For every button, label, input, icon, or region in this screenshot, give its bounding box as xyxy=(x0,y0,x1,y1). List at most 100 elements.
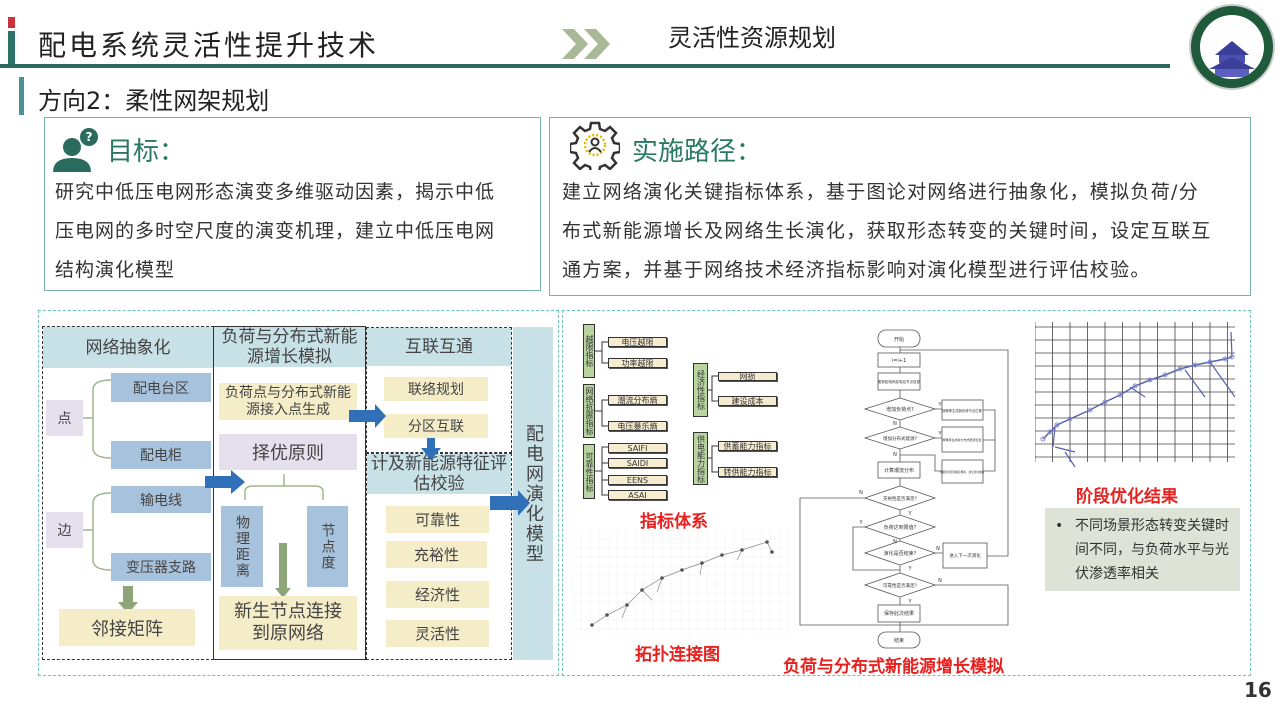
indicator-group: 越限指标 xyxy=(583,324,595,378)
topology-graph xyxy=(572,530,790,635)
result-point xyxy=(1229,354,1235,360)
topology-node xyxy=(740,548,744,552)
flow-start: 开始 xyxy=(894,336,904,343)
topology-node xyxy=(700,561,704,565)
result-line xyxy=(1054,446,1076,453)
path-line: 建立网络演化关键指标体系，基于图论对网络进行抽象化，模拟负荷/分 xyxy=(562,181,1200,203)
down-arrow-icon xyxy=(421,438,441,460)
eval-item: 经济性 xyxy=(386,581,489,608)
col3-frame xyxy=(366,327,512,453)
result-line xyxy=(1129,386,1146,398)
goal-line: 结构演化模型 xyxy=(55,259,176,281)
header-divider xyxy=(0,64,1170,68)
result-line xyxy=(1230,331,1233,358)
topology-node xyxy=(770,550,774,554)
result-point xyxy=(1117,392,1123,398)
result-point xyxy=(1192,362,1198,368)
adjacency-matrix-box: 邻接矩阵 xyxy=(59,609,195,646)
right-arrow-icon xyxy=(490,490,530,516)
indicator-item: SAIDI xyxy=(608,458,667,468)
point-label: 点 xyxy=(46,400,83,436)
eval-item: 可靠性 xyxy=(386,506,489,533)
indicator-item: 网损 xyxy=(718,372,777,381)
path-text: 建立网络演化关键指标体系，基于图论对网络进行抽象化，模拟负荷/分 布式新能源增长… xyxy=(562,173,1212,290)
stage-caption: 阶段优化结果 xyxy=(1076,487,1178,507)
col3-title: 互联互通 xyxy=(367,328,511,366)
flow-no: N xyxy=(936,546,940,552)
results-panel xyxy=(562,310,1251,676)
goal-box xyxy=(44,117,541,291)
indicator-connectors xyxy=(595,341,718,496)
indicator-caption: 指标体系 xyxy=(640,512,708,532)
result-point xyxy=(1067,416,1073,422)
bullet: • xyxy=(1055,518,1064,534)
eval-item: 灵活性 xyxy=(386,620,489,647)
right-arrow-icon xyxy=(205,470,245,494)
subtitle-accent xyxy=(19,77,24,115)
path-line: 通方案，并基于网络技术经济指标影响对演化模型进行评估校验。 xyxy=(562,259,1151,281)
goal-line: 研究中低压电网形态演变多维驱动因素，揭示中低 xyxy=(55,181,496,203)
col1-title: 网络抽象化 xyxy=(43,327,213,368)
flow-step: 更新配电网变电站节点信息 xyxy=(878,379,920,384)
result-point xyxy=(1162,372,1168,378)
interconnect-item: 联络规划 xyxy=(384,377,488,401)
topology-node xyxy=(720,553,724,557)
principle-bracket xyxy=(244,474,324,500)
flow-decision: 可靠性是否满足? xyxy=(883,582,917,589)
topology-edge xyxy=(699,562,703,576)
flow-step: 根据择优原则确定概率，建立新的线路 xyxy=(940,470,985,474)
path-line: 布式新能源增长及网络生长演化，获取形态转变的关键时间，设定互联互 xyxy=(562,220,1212,242)
indicator-item: 电压越限 xyxy=(608,337,667,347)
topology-node xyxy=(605,613,609,617)
flow-yes: Y xyxy=(937,402,942,408)
flow-step: 进入下一次演化 xyxy=(949,552,981,559)
col4-frame xyxy=(366,453,512,660)
gear-icon xyxy=(570,121,620,170)
flow-yes: Y xyxy=(907,599,912,605)
topology-node xyxy=(765,540,769,544)
topology-node xyxy=(590,623,594,627)
bracket-lines xyxy=(83,379,112,571)
indicator-group: 网络抗震指标 xyxy=(583,384,595,438)
building-icon xyxy=(1209,41,1255,77)
result-point xyxy=(1222,356,1228,362)
flow-no: N xyxy=(893,539,897,545)
user-question-icon: ? xyxy=(53,128,98,172)
section-title: 灵活性资源规划 xyxy=(668,24,836,52)
chevron-icon xyxy=(562,29,610,59)
topology-edge xyxy=(656,577,663,593)
edge-label: 边 xyxy=(46,512,83,548)
col4-title: 计及新能源特征评估校验 xyxy=(367,454,511,494)
indicator-item: 电压暴乐熵 xyxy=(608,421,667,431)
goal-text: 研究中低压电网形态演变多维驱动因素，揭示中低 压电网的多时空尺度的演变机理，建立… xyxy=(55,173,495,290)
stage-note-text: 不同场景形态转变关键时间不同，与负荷水平与光伏渗透率相关 xyxy=(1075,518,1229,582)
indicator-item: 转供能力指标 xyxy=(718,467,777,477)
interconnect-item: 分区互联 xyxy=(384,414,488,438)
flow-step: 按概率生成新负荷节点位置 xyxy=(942,408,982,413)
flow-yes: Y xyxy=(858,520,863,526)
topology-node xyxy=(625,603,629,607)
col2-frame xyxy=(213,326,366,660)
edge-box: 输电线 xyxy=(111,486,211,513)
edge-box: 变压器支路 xyxy=(111,553,211,581)
result-line xyxy=(1184,369,1206,398)
flow-step: 保存此次结果 xyxy=(884,610,914,617)
result-point xyxy=(1087,407,1093,413)
header-accent-green xyxy=(8,31,15,64)
result-line xyxy=(1052,426,1056,448)
flow-step: 按概率生成新分布式能源位置 xyxy=(942,437,981,442)
indicator-item: SAIFI xyxy=(608,443,667,453)
svg-text:?: ? xyxy=(86,130,93,144)
flow-step: 计算潮流分布 xyxy=(884,467,914,474)
right-arrow-icon xyxy=(349,404,386,428)
stage-result-plot xyxy=(1035,322,1235,468)
indicator-item: 建设成本 xyxy=(718,396,777,406)
principle-box: 择优原则 xyxy=(219,434,357,470)
topology-edge xyxy=(641,589,653,601)
factor-degree: 节点度 xyxy=(307,506,348,587)
indicator-item: 供蓄能力指标 xyxy=(718,441,777,451)
topology-edge xyxy=(621,604,628,619)
result-point xyxy=(1040,436,1046,442)
flow-yes: Y xyxy=(907,566,912,572)
flowchart: 开始 i=i+1 更新配电网变电站节点信息 增加负荷点? 按概率生成新负荷节点位… xyxy=(799,329,1009,649)
